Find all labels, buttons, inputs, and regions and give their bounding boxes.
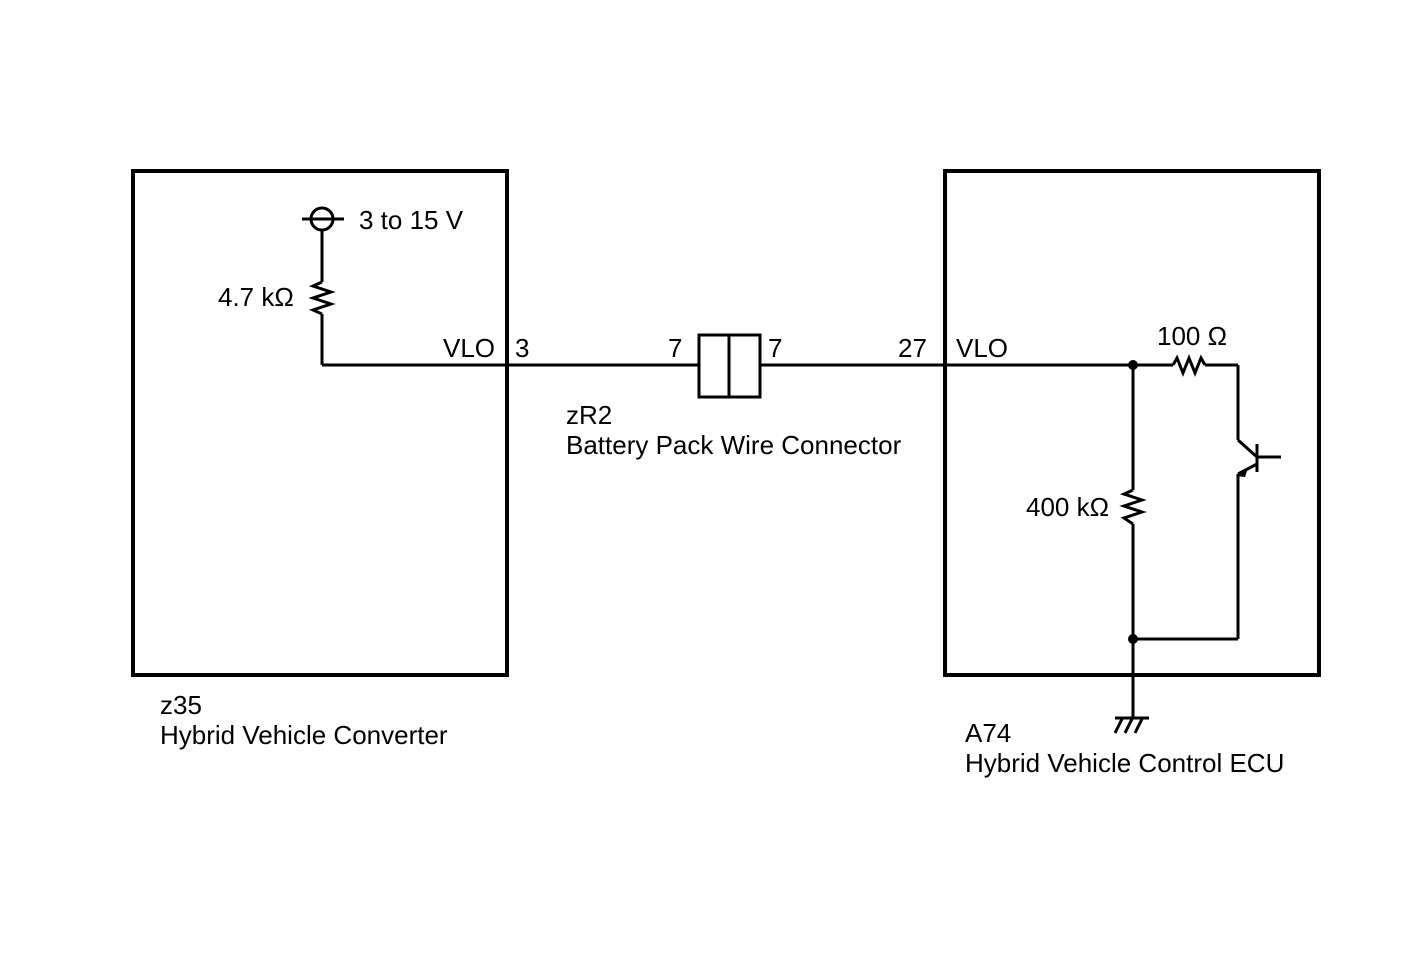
transistor-icon [1236, 438, 1281, 477]
junction-dot [1128, 634, 1138, 644]
resistor-400k-label: 400 kΩ [1026, 492, 1109, 522]
converter-name: Hybrid Vehicle Converter [160, 720, 448, 750]
voltage-source-icon [302, 206, 344, 232]
ecu-terminal-name: VLO [956, 333, 1008, 363]
resistor-100-label: 100 Ω [1157, 321, 1227, 351]
resistor-400k-icon [1119, 488, 1147, 526]
connector-pin-left: 7 [668, 333, 682, 363]
converter-box [131, 169, 509, 677]
converter-terminal-pin: 3 [515, 333, 529, 363]
ecu-terminal-pin: 27 [898, 333, 927, 363]
ecu-code: A74 [965, 718, 1011, 748]
converter-code: z35 [160, 690, 202, 720]
resistor-100-icon [1171, 353, 1207, 378]
connector-code: zR2 [566, 400, 612, 430]
ground-icon [1113, 716, 1149, 734]
connector-name: Battery Pack Wire Connector [566, 430, 902, 460]
resistor-4k7-icon [308, 280, 336, 316]
connector-pin-right: 7 [768, 333, 782, 363]
converter-terminal-name: VLO [443, 333, 495, 363]
connector-icon [697, 333, 762, 399]
resistor-4k7-label: 4.7 kΩ [218, 282, 294, 312]
source-voltage-label: 3 to 15 V [359, 205, 464, 235]
ecu-name: Hybrid Vehicle Control ECU [965, 748, 1284, 778]
